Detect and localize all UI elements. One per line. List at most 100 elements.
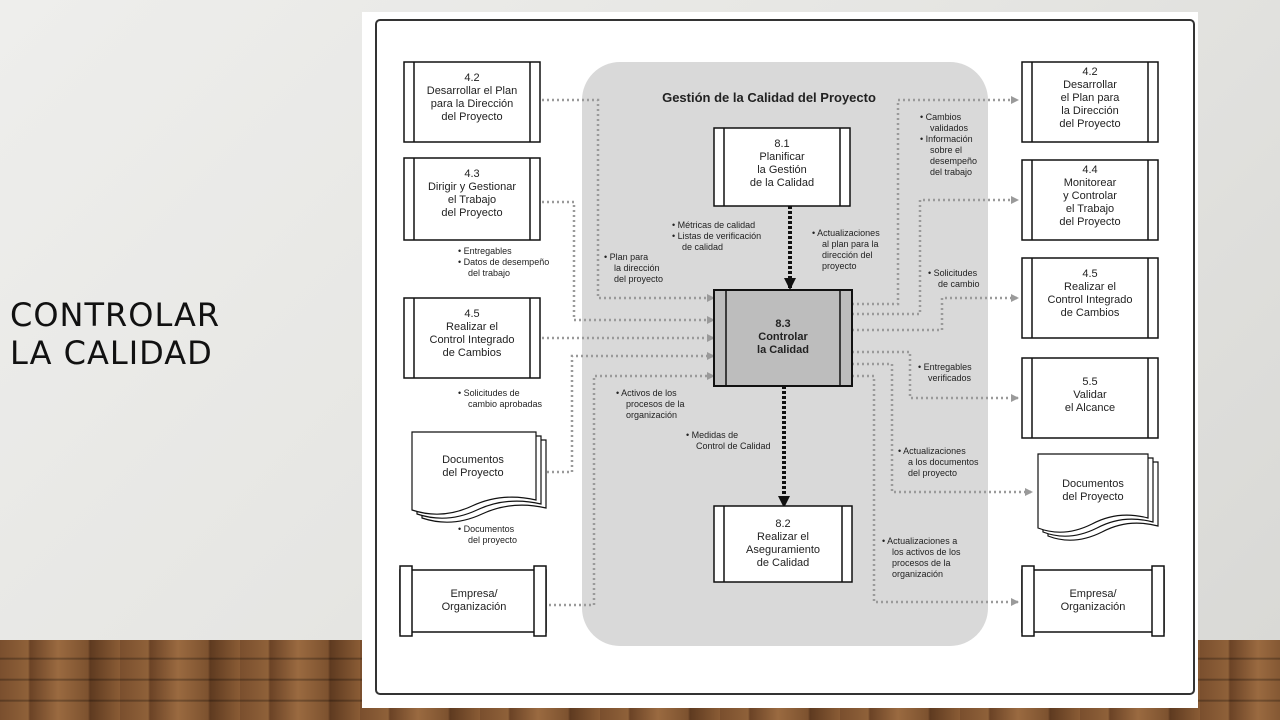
label-medidas-control: • Medidas de Control de Calidad: [686, 430, 771, 451]
process-line: Aseguramiento: [746, 544, 820, 556]
output-empresa-right: Empresa/ Organización: [1034, 588, 1152, 614]
label-plan-direccion: • Plan para la dirección del proyecto: [604, 252, 664, 284]
documentos-stack-right: [1037, 453, 1159, 541]
process-number: 4.4: [1082, 164, 1098, 176]
process-line: Monitorear: [1063, 177, 1117, 189]
flow-4-3-to-8-3: [542, 200, 715, 324]
scroll-line: Organización: [1060, 601, 1126, 613]
process-line: del Proyecto: [1059, 216, 1121, 228]
process-line: del Proyecto: [441, 207, 503, 219]
box-4-3-left: [403, 157, 541, 241]
box-4-5-left: [403, 297, 541, 379]
label-metricas: • Métricas de calidad • Listas de verifi…: [672, 220, 762, 252]
process-line: Realizar el: [1064, 281, 1116, 293]
input-empresa-left: Empresa/ Organización: [414, 588, 534, 614]
process-line: para la Dirección: [430, 98, 514, 110]
process-line: de Cambios: [442, 347, 502, 359]
process-number: 4.5: [1082, 268, 1098, 280]
label-solicitudes-cambio: • Solicitudes de cambio: [928, 268, 980, 289]
process-number: 8.2: [775, 518, 791, 530]
label-entregables-datos: • Entregables • Datos de desempeño del t…: [458, 246, 550, 278]
scroll-line: Empresa/: [450, 588, 498, 600]
process-line: de Calidad: [756, 557, 810, 569]
document-line: del Proyecto: [1062, 491, 1124, 503]
box-8-3: [713, 289, 853, 387]
empresa-scroll-left: [399, 565, 547, 637]
process-line: el Plan para: [1060, 92, 1120, 104]
box-4-4-right: [1021, 159, 1159, 241]
label-cambios-info: • Cambios validados • Información sobre …: [920, 112, 978, 177]
process-8-3: 8.3 Controlar la Calidad: [726, 318, 840, 357]
process-line: y Controlar: [1063, 190, 1117, 202]
box-4-2-right: [1021, 61, 1159, 143]
diagram-graphics: [375, 19, 1195, 695]
process-number: 4.2: [1082, 66, 1098, 78]
diagram-frame: [375, 19, 1195, 695]
flow-8-3-to-4-5: [852, 294, 1019, 332]
flow-empresa-to-8-3: [544, 372, 715, 607]
process-8-1: 8.1 Planificar la Gestión de la Calidad: [724, 138, 840, 190]
flow-8-3-to-5-5: [852, 350, 1019, 402]
process-line: Desarrollar el Plan: [426, 85, 518, 97]
output-documentos-right: Documentos del Proyecto: [1038, 478, 1148, 504]
process-line: Controlar: [758, 331, 808, 343]
label-solicitudes-aprobadas: • Solicitudes de cambio aprobadas: [458, 388, 543, 409]
process-number: 4.3: [464, 168, 480, 180]
process-line: de la Calidad: [749, 177, 815, 189]
process-number: 8.3: [775, 318, 791, 330]
label-actualizaciones-plan: • Actualizaciones al plan para la direcc…: [812, 228, 880, 271]
input-documentos-left: Documentos del Proyecto: [414, 454, 532, 480]
box-8-2: [713, 505, 853, 583]
process-line: Realizar el: [446, 321, 498, 333]
box-4-2-left: [403, 61, 541, 143]
box-4-5-right: [1021, 257, 1159, 339]
box-8-1: [713, 127, 851, 207]
output-4-2-right: 4.2 Desarrollar el Plan para la Direcció…: [1032, 66, 1148, 131]
process-number: 4.5: [464, 308, 480, 320]
process-line: la Calidad: [757, 344, 809, 356]
process-number: 8.1: [774, 138, 790, 150]
flow-8-3-to-empresa: [852, 374, 1019, 606]
empresa-scroll-right: [1021, 565, 1165, 637]
process-line: la Dirección: [1061, 105, 1119, 117]
process-line: Validar: [1073, 389, 1107, 401]
output-4-4-right: 4.4 Monitorear y Controlar el Trabajo de…: [1032, 164, 1148, 229]
flow-8-3-to-4-4: [852, 196, 1019, 316]
box-5-5-right: [1021, 357, 1159, 439]
process-line: Control Integrado: [429, 334, 515, 346]
flow-4-2-to-8-3: [542, 98, 715, 302]
process-number: 5.5: [1082, 376, 1098, 388]
process-line: Planificar: [759, 151, 805, 163]
document-line: del Proyecto: [442, 467, 504, 479]
input-4-5-left: 4.5 Realizar el Control Integrado de Cam…: [414, 308, 530, 360]
process-number: 4.2: [464, 72, 480, 84]
process-line: del Proyecto: [1059, 118, 1121, 130]
slide-title: CONTROLAR LA CALIDAD: [10, 296, 220, 372]
documentos-stack-left: [411, 431, 547, 523]
output-4-5-right: 4.5 Realizar el Control Integrado de Cam…: [1032, 268, 1148, 320]
slide-title-line: CONTROLAR: [10, 296, 221, 334]
label-activos-procesos: • Activos de los procesos de la organiza…: [616, 388, 685, 420]
process-line: Control Integrado: [1047, 294, 1133, 306]
label-entregables-verificados: • Entregables verificados: [918, 362, 972, 383]
input-4-2-left: 4.2 Desarrollar el Plan para la Direcció…: [414, 72, 530, 124]
slide-title-line: LA CALIDAD: [10, 334, 213, 372]
panel-title: Gestión de la Calidad del Proyecto: [662, 90, 876, 105]
process-line: la Gestión: [757, 164, 807, 176]
scroll-line: Empresa/: [1069, 588, 1117, 600]
label-documentos-proyecto: • Documentos del proyecto: [458, 524, 518, 545]
label-actualizaciones-activos: • Actualizaciones a los activos de los p…: [882, 536, 961, 579]
flow-8-3-to-4-2: [852, 96, 1019, 306]
quality-control-diagram: Gestión de la Calidad del Proyecto 4.2 D…: [362, 12, 1198, 708]
process-line: Desarrollar: [1063, 79, 1117, 91]
document-line: Documentos: [1062, 478, 1124, 490]
process-line: el Alcance: [1064, 402, 1116, 414]
label-actualizaciones-documentos: • Actualizaciones a los documentos del p…: [898, 446, 979, 478]
process-line: del Proyecto: [441, 111, 503, 123]
flow-8-3-to-documentos: [852, 362, 1033, 496]
scroll-line: Organización: [441, 601, 507, 613]
process-line: Dirigir y Gestionar: [427, 181, 517, 193]
document-line: Documentos: [442, 454, 504, 466]
process-8-2: 8.2 Realizar el Aseguramiento de Calidad: [724, 518, 842, 570]
process-line: Realizar el: [757, 531, 809, 543]
